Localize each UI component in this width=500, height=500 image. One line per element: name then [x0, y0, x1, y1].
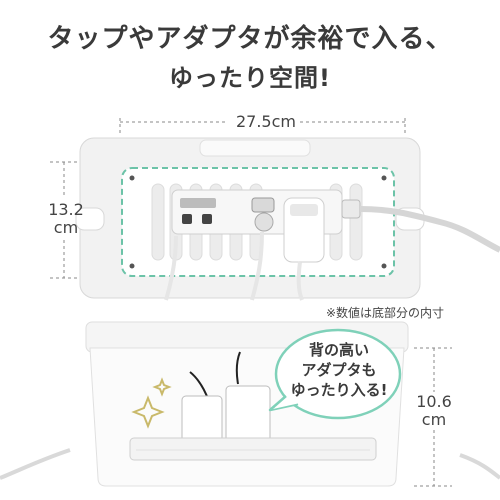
callout-line-3: ゆったり入る!: [290, 381, 388, 399]
top-view-box: [75, 137, 500, 301]
height-label-unit: cm: [421, 410, 447, 429]
sparkle-icon: [131, 377, 172, 429]
depth-label-value: 13.2: [48, 200, 84, 219]
headline-line-1: タップやアダプタが余裕で入る、: [47, 24, 453, 54]
depth-dimension-line: [50, 161, 78, 279]
headline-line-2: ゆったり空間!: [169, 64, 331, 92]
callout-line-2: アダプタも: [301, 361, 377, 379]
width-dimension-line: [119, 118, 406, 136]
height-label-value: 10.6: [416, 392, 452, 411]
width-label: 27.5cm: [235, 112, 296, 131]
depth-label-unit: cm: [53, 218, 79, 237]
callout-line-1: 背の高い: [308, 341, 369, 359]
callout-text: 背の高い アダプタも ゆったり入る!: [282, 340, 396, 400]
height-dimension-line: [414, 347, 452, 487]
measurement-note: ※数値は底部分の内寸: [326, 306, 445, 320]
callout-bubble: [268, 328, 402, 420]
